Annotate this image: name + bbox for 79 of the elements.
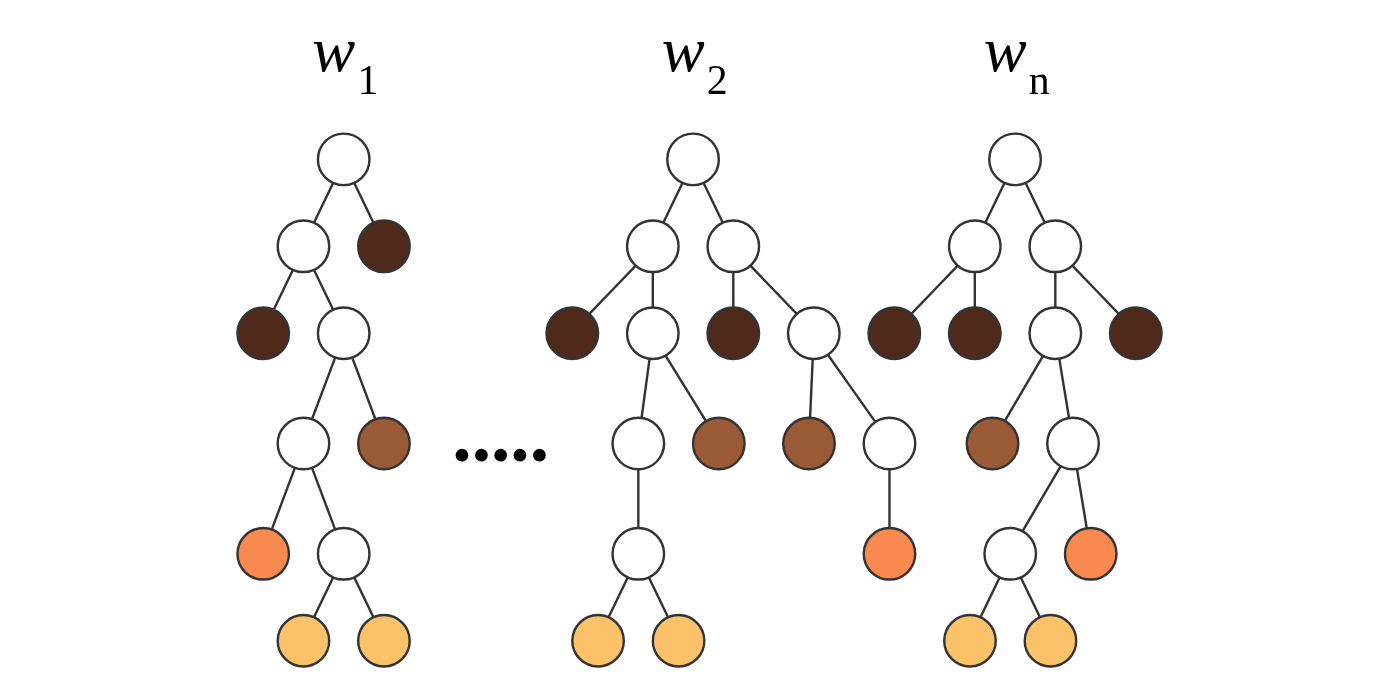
connector bbox=[984, 182, 1006, 224]
connector bbox=[910, 264, 959, 315]
connector bbox=[640, 359, 651, 418]
connector bbox=[313, 576, 335, 618]
node-circle bbox=[983, 526, 1038, 581]
node-circle bbox=[357, 613, 411, 668]
node-circle bbox=[706, 219, 761, 274]
node-circle bbox=[1108, 306, 1163, 361]
node-circle bbox=[691, 416, 746, 471]
node-circle bbox=[236, 526, 291, 581]
label: ..... bbox=[452, 392, 549, 479]
node-circle bbox=[947, 219, 1002, 274]
label: w$_{2}$ bbox=[661, 13, 728, 103]
node-circle bbox=[276, 219, 331, 274]
connector bbox=[313, 182, 335, 224]
connector bbox=[827, 354, 877, 423]
connector bbox=[607, 576, 629, 618]
node-circle bbox=[571, 613, 626, 668]
label: w$_{1}$ bbox=[312, 13, 379, 103]
connector bbox=[808, 359, 814, 418]
connector bbox=[270, 467, 297, 530]
node-circle bbox=[965, 416, 1020, 471]
node-circle bbox=[357, 219, 411, 274]
connector bbox=[272, 269, 294, 311]
connector bbox=[888, 469, 891, 528]
connector bbox=[312, 269, 335, 311]
node-circle bbox=[276, 416, 331, 471]
connector bbox=[1054, 272, 1057, 308]
node-circle bbox=[1046, 416, 1100, 471]
connector bbox=[702, 182, 724, 224]
connector bbox=[353, 576, 375, 618]
connector bbox=[637, 469, 640, 528]
node-circle bbox=[1028, 306, 1083, 361]
connector bbox=[311, 357, 337, 419]
connector bbox=[979, 576, 1001, 618]
node-circle bbox=[625, 306, 680, 361]
connector bbox=[1071, 264, 1120, 315]
node-circle bbox=[651, 613, 706, 668]
node-circle bbox=[666, 132, 721, 187]
node-circle bbox=[357, 416, 411, 471]
node-circle bbox=[782, 416, 836, 471]
connector bbox=[353, 182, 375, 224]
node-circle bbox=[276, 613, 331, 668]
connector bbox=[1019, 576, 1041, 618]
node-circle bbox=[611, 526, 666, 581]
node-circle bbox=[545, 306, 600, 361]
node-circle bbox=[862, 526, 917, 581]
connector bbox=[732, 272, 735, 308]
connector bbox=[1024, 182, 1046, 224]
connector bbox=[1021, 465, 1062, 532]
node-circle bbox=[611, 416, 666, 471]
node-circle bbox=[316, 306, 371, 361]
node-circle bbox=[988, 132, 1042, 187]
node-circle bbox=[236, 306, 291, 361]
connector bbox=[651, 272, 654, 308]
connector bbox=[351, 357, 377, 419]
connector bbox=[664, 355, 707, 422]
connector bbox=[662, 182, 684, 224]
node-circle bbox=[1028, 219, 1083, 274]
node-circle bbox=[947, 306, 1002, 361]
connector bbox=[1058, 358, 1071, 418]
connector bbox=[588, 264, 637, 315]
node-circle bbox=[1063, 526, 1118, 581]
node-circle bbox=[316, 526, 371, 581]
node-circle bbox=[625, 219, 680, 274]
node-circle bbox=[862, 416, 917, 471]
connector bbox=[973, 272, 976, 308]
node-circle bbox=[786, 306, 841, 361]
node-circle bbox=[316, 132, 371, 187]
connector bbox=[647, 576, 669, 618]
node-circle bbox=[867, 306, 922, 361]
node-circle bbox=[1023, 613, 1078, 668]
connector bbox=[749, 264, 798, 315]
node-circle bbox=[943, 613, 997, 668]
connector bbox=[1075, 469, 1088, 529]
connector bbox=[1003, 355, 1044, 422]
node-circle bbox=[706, 306, 761, 361]
connector bbox=[310, 467, 336, 530]
label: w$_{n}$ bbox=[983, 13, 1050, 103]
